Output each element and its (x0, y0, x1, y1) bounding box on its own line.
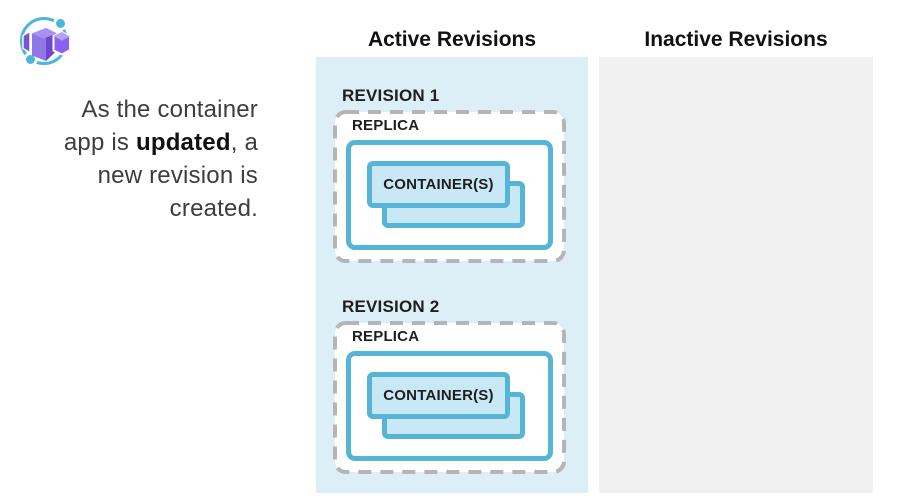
replica-label: REPLICA (352, 328, 420, 345)
replica-box: CONTAINER(S) (346, 351, 553, 461)
active-revisions-panel: REVISION 1 REPLICA CONTAINER(S) REVISION… (316, 57, 588, 493)
revision-group-2: REVISION 2 REPLICA CONTAINER(S) (333, 296, 566, 474)
container-card-front: CONTAINER(S) (367, 161, 510, 208)
intro-line2-pre: app is (63, 129, 136, 156)
intro-text: As the container app is updated, a new r… (28, 93, 258, 225)
replica-label: REPLICA (352, 117, 420, 134)
container-card-front: CONTAINER(S) (367, 372, 510, 419)
container-label: CONTAINER(S) (383, 176, 494, 193)
intro-line1: As the container (81, 96, 258, 123)
replica-box: CONTAINER(S) (346, 140, 553, 250)
container-apps-logo-icon (20, 16, 71, 67)
intro-line2-post: , a (230, 129, 258, 156)
revision-dashed-box: REPLICA CONTAINER(S) (333, 321, 566, 474)
active-revisions-title: Active Revisions (367, 28, 537, 51)
inactive-revisions-title: Inactive Revisions (644, 28, 828, 51)
intro-line3: new revision is (97, 162, 258, 189)
revision-label: REVISION 2 (342, 297, 440, 316)
revision-label: REVISION 1 (342, 86, 440, 105)
container-label: CONTAINER(S) (383, 387, 494, 404)
inactive-revisions-panel (599, 57, 873, 493)
revision-dashed-box: REPLICA CONTAINER(S) (333, 110, 566, 263)
revision-group-1: REVISION 1 REPLICA CONTAINER(S) (333, 85, 566, 263)
intro-line4: created. (169, 195, 258, 222)
intro-line2-bold: updated (135, 129, 231, 156)
